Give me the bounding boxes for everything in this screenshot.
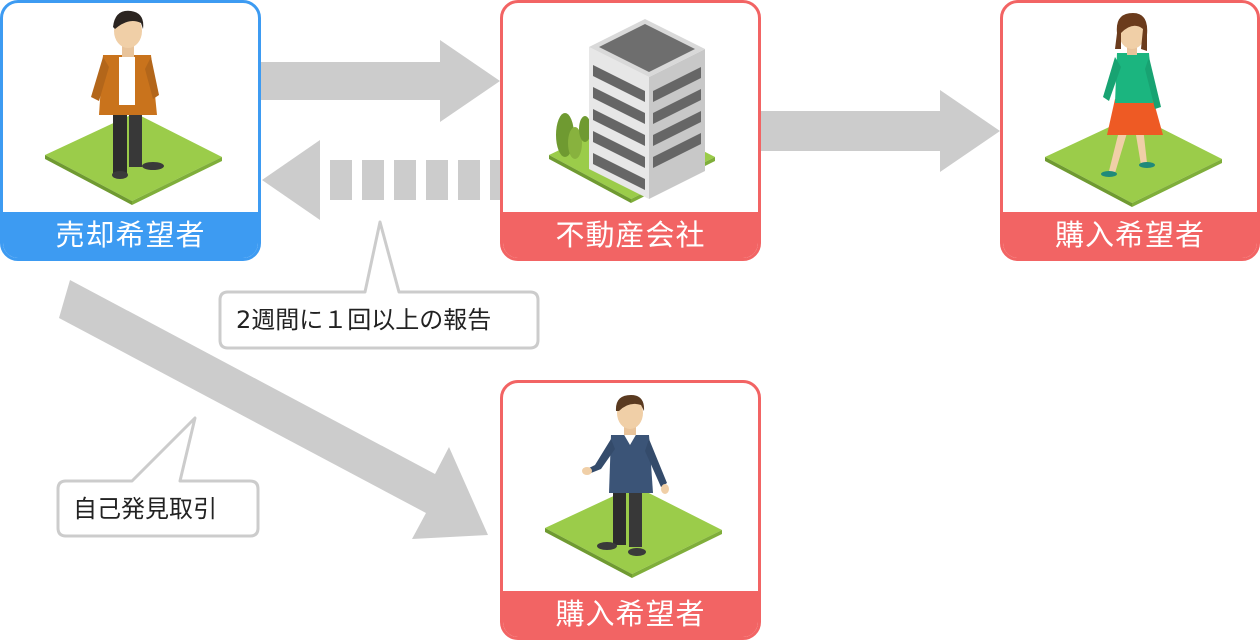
seller-card: 売却希望者 xyxy=(0,0,261,261)
buyer-top-label: 購入希望者 xyxy=(1003,212,1257,258)
agency-label: 不動産会社 xyxy=(503,212,758,258)
self-discovery-text: 自己発見取引 xyxy=(73,495,217,523)
self-discovery-bubble xyxy=(56,416,260,538)
buyer-man-illustration xyxy=(545,395,722,578)
buyer-top-card: 購入希望者 xyxy=(1000,0,1260,261)
buyer-woman-illustration xyxy=(1045,13,1222,207)
report-frequency-text: 2週間に１回以上の報告 xyxy=(236,306,492,334)
seller-label: 売却希望者 xyxy=(3,212,258,258)
buyer-bottom-label: 購入希望者 xyxy=(503,591,758,637)
arrow-report-dashed xyxy=(262,140,502,220)
arrow-self-discovery xyxy=(59,280,488,539)
arrow-seller-to-agency xyxy=(260,40,500,122)
buyer-bottom-card: 購入希望者 xyxy=(500,380,761,640)
office-building-illustration xyxy=(549,19,715,203)
seller-man-illustration xyxy=(45,10,222,205)
agency-card: 不動産会社 xyxy=(500,0,761,261)
arrow-agency-to-buyer xyxy=(760,90,1000,172)
report-bubble xyxy=(218,220,540,350)
